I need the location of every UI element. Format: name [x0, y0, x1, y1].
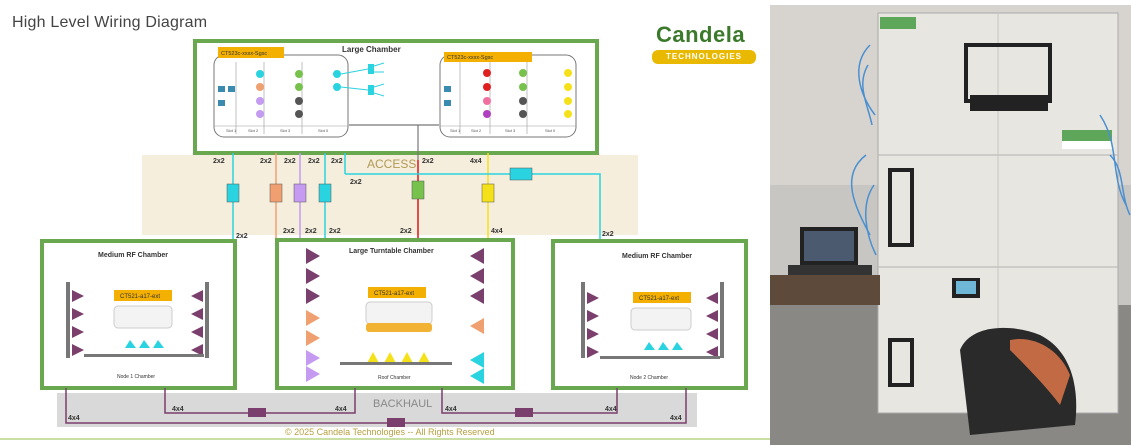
- left-chamber-title: Medium RF Chamber: [98, 252, 168, 259]
- access-label: ACCESS: [367, 157, 416, 171]
- link-label-b2: 2x2: [283, 228, 295, 235]
- left-slot-0: Slot 0: [318, 128, 329, 133]
- right-chamber-device: CT521-a17-ext: [639, 296, 679, 302]
- left-chamber-caption: Node 1 Chamber: [117, 374, 155, 380]
- backhaul-band: [57, 393, 697, 427]
- page-title: High Level Wiring Diagram: [12, 14, 208, 31]
- access-band: [142, 155, 638, 235]
- right-chamber-title: Medium RF Chamber: [622, 253, 692, 260]
- backhaul-label-4: 4x4: [445, 406, 457, 413]
- backhaul-label-5: 4x4: [605, 406, 617, 413]
- link-label-b5: 2x2: [400, 228, 412, 235]
- right-chamber-caption: Node 2 Chamber: [630, 375, 668, 381]
- left-unit-tag: [218, 47, 284, 58]
- right-slot-2: Slot 2: [471, 128, 482, 133]
- link-label-b7: 2x2: [602, 231, 614, 238]
- center-chamber-caption: Roof Chamber: [378, 375, 411, 381]
- lab-photo: [770, 5, 1131, 445]
- link-label-b6: 4x4: [491, 228, 503, 235]
- right-slot-0: Slot 0: [545, 128, 556, 133]
- center-chamber-device: CT521-a17-ext: [374, 291, 414, 297]
- link-label-2: 2x2: [260, 158, 272, 165]
- large-chamber-title: Large Chamber: [342, 45, 401, 54]
- backhaul-label: BACKHAUL: [373, 398, 432, 410]
- link-label-5: 2x2: [331, 158, 343, 165]
- backhaul-label-3: 4x4: [335, 406, 347, 413]
- wiring-diagram: ACCESS BACKHAUL Large Chamber CT523c-xxx…: [40, 39, 748, 427]
- left-slot-1: Slot 1: [226, 128, 237, 133]
- link-label-6: 2x2: [350, 179, 362, 186]
- link-label-1: 2x2: [213, 158, 225, 165]
- left-slot-2: Slot 2: [248, 128, 259, 133]
- left-slot-3: Slot 3: [280, 128, 291, 133]
- left-unit-tag-text: CT523c-xxxx-Sgsc: [221, 51, 267, 57]
- footer-divider: [0, 438, 770, 440]
- logo-brand: Candela: [656, 22, 746, 47]
- logo-subtitle: TECHNOLOGIES: [652, 50, 756, 64]
- candela-logo: Candela TECHNOLOGIES: [652, 22, 772, 74]
- backhaul-label-1: 4x4: [68, 415, 80, 422]
- link-label-b1: 2x2: [236, 233, 248, 240]
- left-lanforge-unit: [213, 54, 349, 138]
- link-label-4: 2x2: [308, 158, 320, 165]
- link-label-7: 4x4: [470, 158, 482, 165]
- right-slot-3: Slot 3: [505, 128, 516, 133]
- right-unit-tag-text: CT523c-xxxx-Sgsc: [447, 55, 493, 61]
- link-label-b4: 2x2: [329, 228, 341, 235]
- left-chamber-device: CT521-a17-ext: [120, 294, 160, 300]
- right-slot-1: Slot 1: [450, 128, 461, 133]
- link-label-b3: 2x2: [305, 228, 317, 235]
- backhaul-label-6: 4x4: [670, 415, 682, 422]
- footer-copyright: © 2025 Candela Technologies -- All Right…: [285, 427, 495, 437]
- link-label-3: 2x2: [284, 158, 296, 165]
- backhaul-label-2: 4x4: [172, 406, 184, 413]
- center-chamber-title: Large Turntable Chamber: [349, 248, 434, 255]
- right-unit-tag: [444, 52, 532, 62]
- link-label-8: 2x2: [422, 158, 434, 165]
- right-lanforge-unit: [439, 54, 577, 138]
